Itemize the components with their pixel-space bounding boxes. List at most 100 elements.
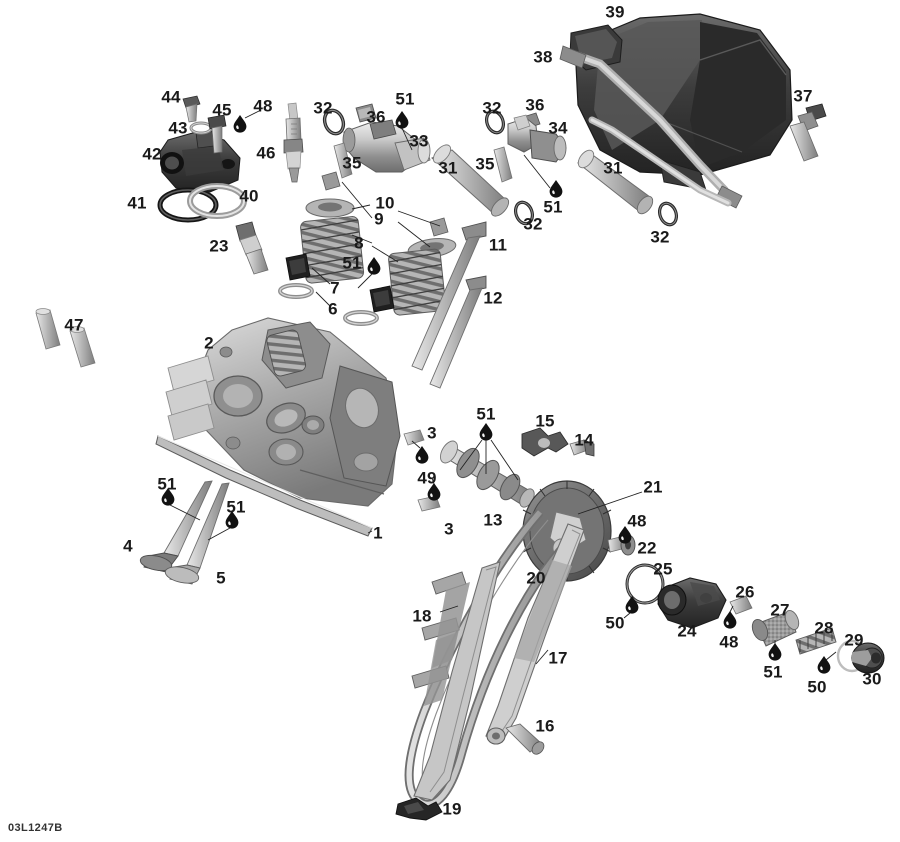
callout-23: 23 (209, 236, 229, 256)
callout-10: 10 (375, 193, 395, 213)
part-2-cylinder-head (165, 317, 401, 507)
part-48-oil-drop-c (723, 611, 737, 629)
callout-48-a: 48 (253, 96, 273, 116)
part-42-thermostat-housing (159, 130, 241, 193)
callout-32-d: 32 (650, 227, 670, 247)
callout-25: 25 (653, 559, 673, 579)
part-45-housing-bolt (207, 114, 227, 154)
callout-15: 15 (535, 411, 555, 431)
part-46-spark-plug (283, 102, 304, 183)
callout-47: 47 (64, 315, 84, 335)
part-43-washer (189, 121, 213, 135)
part-6-spring-seat-b (343, 310, 379, 326)
callout-27: 27 (770, 600, 790, 620)
callout-31-b: 31 (603, 158, 623, 178)
callout-24: 24 (677, 621, 697, 641)
callout-20: 20 (526, 568, 546, 588)
callout-28: 28 (814, 618, 834, 638)
part-35-injector-clip-b (493, 146, 513, 183)
part-23-temperature-sensor (235, 221, 269, 275)
part-18-chain-guide-fixed (411, 561, 501, 801)
catalog-code: 03L1247B (8, 822, 63, 834)
part-51-oil-drop-a (395, 111, 409, 129)
callout-48-c: 48 (719, 632, 739, 652)
part-9-valve-cotter-b (429, 217, 449, 237)
callout-14: 14 (574, 430, 594, 450)
callout-6: 6 (328, 299, 338, 319)
callout-29: 29 (844, 630, 864, 650)
part-26-tensioner-pin (729, 595, 753, 615)
callout-8: 8 (354, 233, 364, 253)
callout-38: 38 (533, 47, 553, 67)
part-12-head-bolt (429, 275, 487, 389)
callout-48-b: 48 (627, 511, 647, 531)
part-36-injector-bracket-a (355, 103, 377, 123)
callout-9: 9 (374, 209, 384, 229)
part-16-chain-guide-bolt (505, 723, 545, 755)
part-48-oil-drop-a (233, 115, 247, 133)
part-41-thermostat-o-ring (157, 187, 219, 223)
part-8-valve-spring-b (388, 248, 447, 316)
callout-19: 19 (442, 799, 462, 819)
part-8-valve-spring-a (300, 216, 365, 284)
callout-42: 42 (142, 144, 162, 164)
part-5-exhaust-valve (164, 482, 230, 585)
part-32-o-ring-d (657, 201, 679, 227)
part-37-airbox-bolt (789, 103, 827, 162)
part-40-thermostat-gasket (187, 183, 247, 219)
part-51-oil-drop-g (768, 643, 782, 661)
callout-51-b: 51 (543, 197, 563, 217)
callout-34: 34 (548, 118, 568, 138)
callout-3-a: 3 (427, 423, 437, 443)
part-7-valve-stem-seal-b (369, 285, 395, 313)
callout-30: 30 (862, 669, 882, 689)
callout-31-a: 31 (438, 158, 458, 178)
callout-41: 41 (127, 193, 147, 213)
callout-45: 45 (212, 100, 232, 120)
callout-22: 22 (637, 538, 657, 558)
part-17-chain-guide-tensioner-side (485, 523, 585, 745)
callout-51-c: 51 (342, 253, 362, 273)
part-19-chain-guide-clip (395, 797, 443, 821)
callout-13: 13 (483, 510, 503, 530)
callout-40: 40 (239, 186, 259, 206)
part-50-oil-drop-b (817, 656, 831, 674)
part-32-o-ring-b (484, 109, 506, 135)
part-24-chain-tensioner-body (657, 577, 727, 629)
callout-46: 46 (256, 143, 276, 163)
callout-35-b: 35 (475, 154, 495, 174)
callout-17: 17 (548, 648, 568, 668)
part-38-airbox-strap (559, 45, 743, 209)
part-51-oil-drop-c (367, 257, 381, 275)
part-47-dowel-pin-pair (35, 308, 96, 368)
callout-5: 5 (216, 568, 226, 588)
callout-1: 1 (373, 523, 383, 543)
part-33-throttle-body (342, 119, 431, 173)
part-15-camshaft-retaining-plate (521, 427, 569, 457)
part-50-oil-drop-a (625, 596, 639, 614)
callout-7: 7 (330, 278, 340, 298)
callout-35-a: 35 (342, 153, 362, 173)
part-6-spring-seat-a (278, 283, 314, 299)
part-44-bleed-screw (182, 95, 201, 123)
part-13-camshaft (440, 440, 535, 508)
part-9-valve-cotter-a (321, 171, 341, 191)
callout-51-d: 51 (157, 474, 177, 494)
callout-51-f: 51 (476, 404, 496, 424)
part-11-head-bolt-long (411, 221, 487, 371)
part-49-oil-drop-a (415, 446, 429, 464)
callout-4: 4 (123, 536, 133, 556)
callout-2: 2 (204, 333, 214, 353)
part-31-intake-tube-a (431, 144, 510, 217)
callout-36-a: 36 (366, 107, 386, 127)
part-32-o-ring-a (322, 108, 346, 136)
callout-44: 44 (161, 87, 181, 107)
callout-51-g: 51 (763, 662, 783, 682)
callout-18: 18 (412, 606, 432, 626)
callout-11: 11 (488, 235, 508, 255)
part-51-oil-drop-b (549, 180, 563, 198)
callout-16: 16 (535, 716, 555, 736)
part-51-oil-drop-f (479, 423, 493, 441)
